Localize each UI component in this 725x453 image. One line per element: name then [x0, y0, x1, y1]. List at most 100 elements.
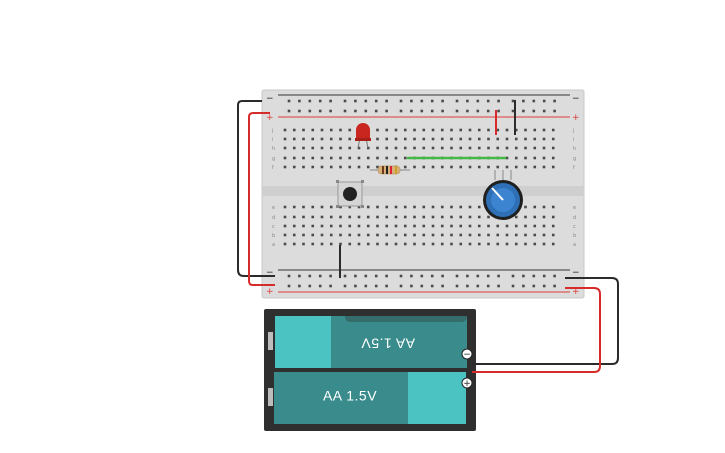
breadboard-hole[interactable]: [376, 215, 379, 219]
breadboard-hole[interactable]: [394, 233, 398, 237]
breadboard-hole[interactable]: [422, 215, 426, 219]
breadboard-hole[interactable]: [283, 146, 287, 150]
breadboard-hole[interactable]: [339, 128, 342, 132]
breadboard-hole[interactable]: [339, 156, 342, 160]
breadboard-hole[interactable]: [283, 242, 287, 246]
breadboard-hole[interactable]: [376, 242, 379, 246]
breadboard-hole[interactable]: [487, 146, 490, 150]
breadboard-hole[interactable]: [459, 242, 463, 246]
breadboard-hole[interactable]: [413, 215, 416, 219]
breadboard-hole[interactable]: [311, 233, 315, 237]
breadboard-hole[interactable]: [430, 284, 434, 288]
breadboard-hole[interactable]: [477, 146, 481, 150]
breadboard-hole[interactable]: [394, 146, 398, 150]
breadboard-hole[interactable]: [553, 274, 556, 278]
breadboard-hole[interactable]: [357, 156, 361, 160]
battery-pack[interactable]: AA 1.5V AA 1.5V − +: [264, 309, 480, 431]
breadboard-hole[interactable]: [302, 165, 305, 169]
breadboard-hole[interactable]: [292, 137, 296, 141]
breadboard-hole[interactable]: [292, 128, 296, 132]
breadboard-hole[interactable]: [311, 137, 315, 141]
breadboard-hole[interactable]: [511, 284, 515, 288]
breadboard-hole[interactable]: [542, 128, 546, 132]
breadboard-hole[interactable]: [431, 242, 435, 246]
breadboard-hole[interactable]: [287, 109, 291, 113]
breadboard-hole[interactable]: [487, 128, 490, 132]
breadboard-hole[interactable]: [532, 109, 536, 113]
breadboard-hole[interactable]: [413, 137, 416, 141]
breadboard-hole[interactable]: [542, 205, 546, 209]
breadboard-hole[interactable]: [459, 128, 463, 132]
breadboard-hole[interactable]: [459, 146, 463, 150]
breadboard-hole[interactable]: [522, 274, 525, 278]
breadboard-hole[interactable]: [413, 165, 416, 169]
breadboard-hole[interactable]: [413, 242, 416, 246]
breadboard-hole[interactable]: [394, 156, 398, 160]
breadboard-hole[interactable]: [339, 205, 342, 209]
breadboard-hole[interactable]: [532, 99, 536, 103]
breadboard-hole[interactable]: [496, 224, 500, 228]
breadboard-hole[interactable]: [308, 284, 312, 288]
breadboard-hole[interactable]: [320, 137, 324, 141]
breadboard-hole[interactable]: [287, 99, 291, 103]
breadboard-hole[interactable]: [403, 165, 407, 169]
breadboard-hole[interactable]: [320, 165, 324, 169]
breadboard-hole[interactable]: [320, 205, 324, 209]
breadboard-hole[interactable]: [533, 233, 537, 237]
breadboard-hole[interactable]: [311, 128, 315, 132]
breadboard-hole[interactable]: [459, 165, 463, 169]
breadboard-hole[interactable]: [366, 156, 370, 160]
breadboard-hole[interactable]: [522, 99, 525, 103]
breadboard-hole[interactable]: [364, 274, 368, 278]
breadboard-hole[interactable]: [450, 146, 453, 150]
breadboard-hole[interactable]: [399, 284, 403, 288]
breadboard-hole[interactable]: [385, 242, 389, 246]
breadboard-hole[interactable]: [348, 128, 352, 132]
breadboard-hole[interactable]: [514, 224, 518, 228]
breadboard-hole[interactable]: [542, 99, 546, 103]
red-led[interactable]: [355, 123, 371, 149]
breadboard-hole[interactable]: [320, 224, 324, 228]
breadboard-hole[interactable]: [283, 137, 287, 141]
breadboard-hole[interactable]: [329, 99, 332, 103]
breadboard-hole[interactable]: [283, 156, 287, 160]
breadboard-hole[interactable]: [422, 242, 426, 246]
breadboard-hole[interactable]: [339, 242, 342, 246]
breadboard-hole[interactable]: [441, 274, 444, 278]
breadboard-hole[interactable]: [420, 274, 424, 278]
breadboard-hole[interactable]: [308, 99, 312, 103]
breadboard-hole[interactable]: [553, 99, 556, 103]
breadboard-hole[interactable]: [450, 128, 453, 132]
breadboard-hole[interactable]: [320, 242, 324, 246]
breadboard-hole[interactable]: [542, 242, 546, 246]
breadboard-hole[interactable]: [385, 205, 389, 209]
breadboard-hole[interactable]: [329, 205, 333, 209]
breadboard-hole[interactable]: [320, 233, 324, 237]
breadboard-hole[interactable]: [477, 242, 481, 246]
breadboard-hole[interactable]: [440, 137, 444, 141]
breadboard-hole[interactable]: [283, 224, 287, 228]
breadboard-hole[interactable]: [394, 215, 398, 219]
breadboard-hole[interactable]: [487, 224, 490, 228]
breadboard-hole[interactable]: [343, 274, 347, 278]
breadboard-hole[interactable]: [302, 242, 305, 246]
battery-minus-terminal[interactable]: [461, 348, 473, 360]
breadboard-hole[interactable]: [329, 242, 333, 246]
breadboard-hole[interactable]: [422, 165, 426, 169]
breadboard-hole[interactable]: [505, 156, 509, 160]
breadboard-hole[interactable]: [329, 165, 333, 169]
breadboard-hole[interactable]: [422, 128, 426, 132]
breadboard-hole[interactable]: [287, 284, 291, 288]
breadboard-hole[interactable]: [366, 146, 370, 150]
breadboard-hole[interactable]: [450, 224, 453, 228]
breadboard-hole[interactable]: [399, 274, 403, 278]
breadboard-hole[interactable]: [542, 233, 546, 237]
breadboard-hole[interactable]: [542, 156, 546, 160]
breadboard-hole[interactable]: [542, 165, 546, 169]
breadboard-hole[interactable]: [553, 284, 556, 288]
breadboard-hole[interactable]: [466, 109, 469, 113]
breadboard-hole[interactable]: [532, 274, 536, 278]
breadboard-hole[interactable]: [348, 137, 352, 141]
breadboard-hole[interactable]: [311, 224, 315, 228]
breadboard-hole[interactable]: [497, 109, 500, 113]
